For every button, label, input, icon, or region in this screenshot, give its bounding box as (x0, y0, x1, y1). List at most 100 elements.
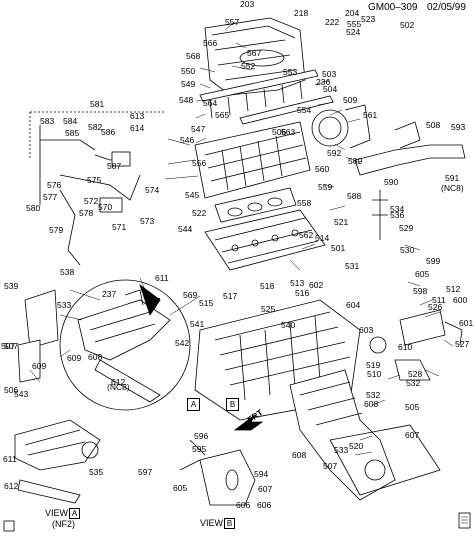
callout-label: 552 (241, 61, 256, 71)
callout-label: 581 (90, 99, 105, 109)
callout-label: 582 (88, 122, 103, 132)
footer-left-box (3, 520, 15, 532)
view-b-box: B (224, 518, 236, 529)
callout-label: 236 (316, 77, 331, 87)
callout-label: 599 (426, 256, 441, 266)
callout-label: 604 (346, 300, 361, 310)
callout-label: 575 (87, 175, 102, 185)
callout-label: 565 (215, 110, 230, 120)
callout-label: 564 (203, 98, 218, 108)
callout-label: 506 (4, 385, 19, 395)
callout-label: 527 (455, 339, 470, 349)
view-box-a: A (187, 398, 200, 411)
callout-label: 555 (347, 19, 362, 29)
callout-label: 509 (343, 95, 358, 105)
view-b-word: VIEW (200, 518, 224, 528)
callout-label: 590 (384, 177, 399, 187)
view-a-manifold (14, 419, 101, 504)
callout-label: 536 (390, 210, 405, 220)
callout-label: 550 (181, 66, 196, 76)
callout-label: 535 (89, 467, 104, 477)
callout-label: 524 (346, 27, 361, 37)
callout-label: 609 (32, 361, 47, 371)
callout-label: 507 (4, 341, 19, 351)
leader-lines (29, 21, 454, 456)
callout-label: 522 (192, 208, 207, 218)
callout-label: 566 (203, 38, 218, 48)
callout-label: 506 (272, 127, 287, 137)
callout-label: 596 (194, 431, 209, 441)
nc8-right-note: (NC8) (441, 183, 464, 193)
callout-label: 571 (112, 222, 127, 232)
callout-label: 601 (459, 318, 474, 328)
callout-label: 530 (400, 245, 415, 255)
callout-label: 580 (26, 203, 41, 213)
callout-label: 520 (349, 441, 364, 451)
callout-label: 504 (323, 84, 338, 94)
callout-label: 546 (180, 135, 195, 145)
callout-label: 609 (67, 353, 82, 363)
callout-label: 510 (367, 369, 382, 379)
callout-label: 533 (334, 445, 349, 455)
diagram-date: 02/05/99 (427, 2, 466, 13)
callout-label: 561 (363, 110, 378, 120)
callout-label: 573 (140, 216, 155, 226)
callout-label: 544 (178, 224, 193, 234)
callout-label: 613 (130, 111, 145, 121)
callout-label: 557 (225, 17, 240, 27)
callout-label: 526 (428, 302, 443, 312)
left-hoses (39, 125, 141, 266)
view-a-word: VIEW (45, 508, 69, 518)
callout-label: 554 (297, 105, 312, 115)
callout-label: 525 (261, 304, 276, 314)
callout-label: 585 (65, 128, 80, 138)
callout-label: 532 (406, 378, 421, 388)
callout-label: 600 (453, 295, 468, 305)
callout-label: 523 (361, 14, 376, 24)
callout-label: 222 (325, 17, 340, 27)
callout-label: 543 (14, 389, 29, 399)
callout-label: 204 (345, 8, 360, 18)
callout-label: 595 (192, 444, 207, 454)
callout-label: 568 (186, 51, 201, 61)
callout-label: 548 (179, 95, 194, 105)
callout-label: 537 (146, 296, 161, 306)
callout-label: 593 (451, 122, 466, 132)
callout-label: 539 (4, 281, 19, 291)
callout-label: 589 (348, 156, 363, 166)
callout-label: 203 (240, 0, 255, 9)
callout-label: 614 (130, 123, 145, 133)
heat-shield (329, 424, 441, 496)
thermostat-housing (369, 309, 463, 381)
callout-label: 610 (398, 342, 413, 352)
callout-label: 519 (366, 360, 381, 370)
callout-label: 534 (390, 204, 405, 214)
callout-label: 592 (327, 148, 342, 158)
diagram-code: GM00–309 (368, 2, 418, 13)
callout-label: 598 (413, 286, 428, 296)
callout-label: 508 (426, 120, 441, 130)
callout-label: 521 (334, 217, 349, 227)
callout-label: 607 (405, 430, 420, 440)
callout-label: 606 (257, 500, 272, 510)
callout-label: 541 (190, 319, 205, 329)
footer-right-box (458, 512, 471, 529)
callout-label: 602 (309, 280, 324, 290)
front-arrow (233, 414, 264, 431)
view-box-b: B (226, 398, 239, 411)
callout-label: 597 (138, 467, 153, 477)
callout-label: 531 (345, 261, 360, 271)
callout-label: 608 (292, 450, 307, 460)
view-a-note: (NF2) (52, 519, 75, 529)
callout-label: 563 (281, 127, 296, 137)
callout-label: 605 (415, 269, 430, 279)
callout-label: 579 (49, 225, 64, 235)
callout-label: 608 (364, 399, 379, 409)
callout-label: 556 (192, 158, 207, 168)
callout-label: 560 (315, 164, 330, 174)
callout-label: 549 (181, 79, 196, 89)
